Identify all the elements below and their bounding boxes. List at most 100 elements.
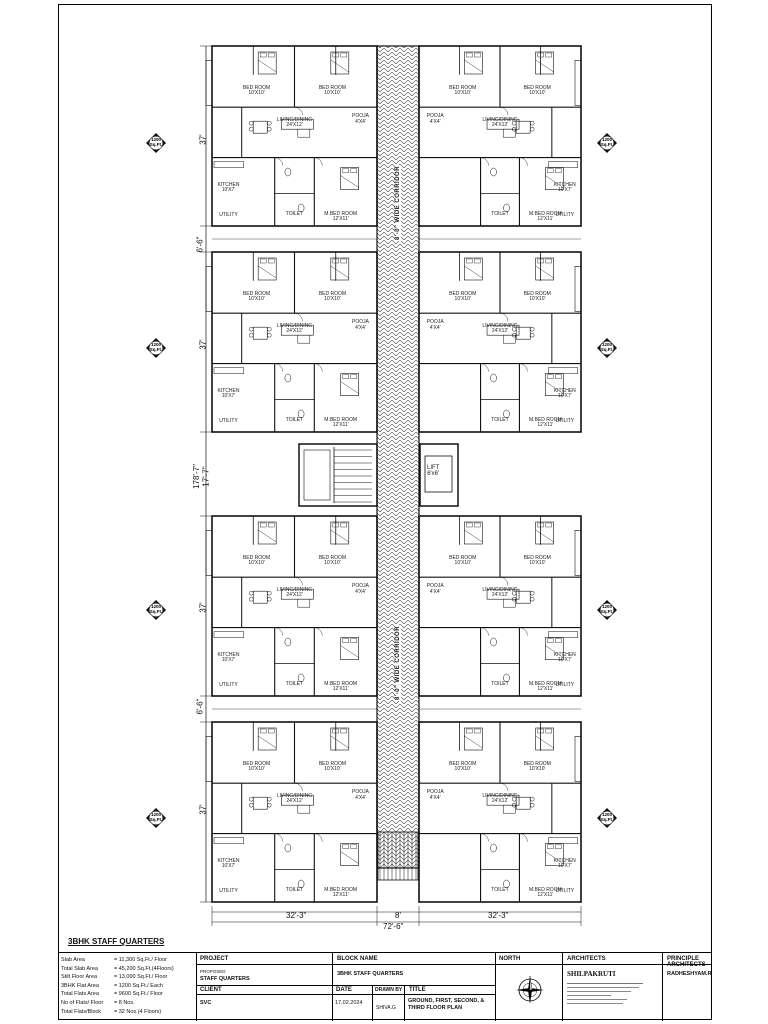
- coffee-table-icon: [297, 128, 311, 138]
- area-label: Slab Area: [61, 957, 85, 963]
- chair-icon: [511, 802, 517, 808]
- door-swing: [314, 157, 323, 166]
- proposed-text: PROPOSED: [200, 969, 226, 974]
- area-label: Total Slab Area: [61, 965, 98, 972]
- door-swing: [499, 783, 509, 792]
- flat-area-badge-r1: 1200 Sq.Ft.: [597, 133, 617, 153]
- pillow-icon: [260, 258, 267, 264]
- stair-landing: [303, 449, 331, 501]
- dim-total-width: 72'-6": [383, 922, 404, 931]
- kitchen-counter: [548, 837, 579, 844]
- bed-icon: [535, 521, 554, 545]
- door-swing: [480, 833, 489, 842]
- pillow-icon: [466, 52, 473, 58]
- blanket-line: [464, 59, 483, 73]
- pillow-icon: [332, 52, 339, 58]
- wc-icon: [503, 673, 510, 683]
- bed-icon: [464, 51, 483, 75]
- bed-icon: [330, 727, 350, 751]
- chair-icon: [249, 590, 254, 596]
- utility-label: UTILITY: [219, 212, 238, 219]
- door-swing: [294, 577, 303, 586]
- bed-icon: [330, 257, 350, 281]
- pillow-icon: [268, 728, 275, 734]
- north-header: NORTH: [499, 956, 521, 962]
- flat-area-badge-r4: 1200 Sq.Ft.: [597, 808, 617, 828]
- bed-icon: [257, 727, 277, 751]
- pillow-icon: [555, 844, 562, 849]
- dining-table-icon: [515, 120, 531, 134]
- pillow-icon: [342, 168, 349, 173]
- pillow-icon: [555, 374, 562, 379]
- dim-bottom-right: 32'-3": [488, 911, 509, 920]
- blanket-line: [535, 265, 554, 279]
- area-value: = 8 Nos.: [114, 1000, 135, 1006]
- chair-icon: [511, 332, 517, 338]
- corridor-label-2: 8'-0" WIDE CORRIDOR: [395, 624, 402, 702]
- bed-icon: [257, 51, 277, 75]
- sheet-heading: 3BHK STAFF QUARTERS: [68, 937, 165, 946]
- pillow-icon: [342, 844, 349, 849]
- corridor-label-1: 8'-0" WIDE CORRIDOR: [395, 164, 402, 242]
- pillow-icon: [545, 728, 552, 734]
- blanket-line: [258, 59, 277, 73]
- coffee-table-icon: [502, 334, 516, 344]
- chair-icon: [267, 590, 272, 596]
- bed-icon: [464, 521, 483, 545]
- bed-icon: [340, 843, 360, 866]
- pillow-icon: [466, 522, 473, 528]
- stair-core: [298, 443, 378, 507]
- door-swing: [294, 313, 303, 322]
- sofa-icon: [280, 794, 314, 806]
- bed-icon: [535, 257, 554, 281]
- wc-icon: [297, 673, 305, 683]
- dining-table-icon: [515, 590, 531, 604]
- firm-details-lines: [567, 980, 647, 1007]
- blanket-line: [464, 529, 483, 543]
- balcony: [574, 736, 582, 782]
- bed-icon: [535, 51, 554, 75]
- bed-icon: [340, 167, 360, 190]
- dining-table-icon: [515, 796, 531, 810]
- pillow-icon: [466, 258, 473, 264]
- blanket-line: [340, 851, 359, 864]
- chair-icon: [249, 596, 254, 602]
- chair-icon: [529, 590, 535, 596]
- balcony: [205, 266, 213, 312]
- door-swing: [480, 157, 489, 166]
- kitchen-counter: [548, 631, 579, 638]
- kitchen-counter: [213, 631, 244, 638]
- pillow-icon: [547, 374, 554, 379]
- chair-icon: [529, 596, 535, 602]
- flat-area-badge-l1: 1200 Sq.Ft.: [146, 133, 166, 153]
- wc-icon: [490, 167, 497, 177]
- blanket-line: [545, 175, 564, 188]
- area-value: = 11,300 Sq.Ft./ Floor: [114, 957, 167, 963]
- area-value: = 13,000 Sq.Ft./ Floor: [114, 974, 168, 981]
- chair-icon: [511, 326, 517, 332]
- coffee-table-icon: [297, 334, 311, 344]
- chair-icon: [267, 120, 272, 126]
- utility-label: UTILITY: [219, 888, 238, 895]
- pillow-icon: [537, 52, 544, 58]
- principal-header: PRINCIPLE ARCHITECTS: [667, 956, 706, 968]
- dining-table-icon: [252, 590, 268, 604]
- area-value: = 32 Nos.(4 Floors): [114, 1008, 162, 1015]
- door-swing: [274, 627, 283, 636]
- pillow-icon: [340, 522, 347, 528]
- blanket-line: [535, 59, 554, 73]
- chair-icon: [249, 126, 254, 132]
- chair-icon: [249, 120, 254, 126]
